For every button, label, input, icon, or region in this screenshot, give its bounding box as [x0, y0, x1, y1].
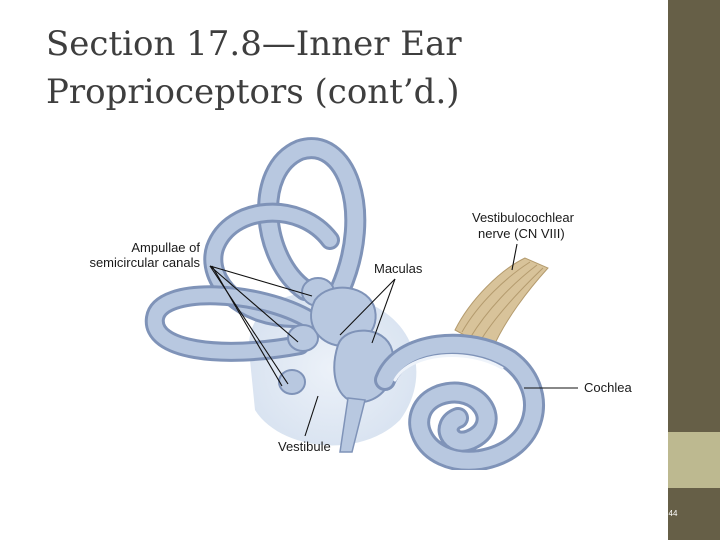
cochlea: [374, 333, 545, 470]
leader-lines: [209, 243, 578, 437]
title-line-2: Proprioceptors (cont’d.): [46, 72, 460, 112]
ampulla-lateral: [278, 369, 306, 395]
vestibule-stalk: [339, 397, 366, 453]
label-ampullae-line-2: semicircular canals: [89, 255, 200, 270]
page-number: 44: [668, 509, 678, 518]
inner-ear-diagram: Ampullae of semicircular canals Maculas …: [89, 137, 632, 470]
semicircular-canals: [144, 137, 367, 362]
label-nerve-line-1: Vestibulocochlear: [472, 210, 575, 225]
sidebar-accent-block: [668, 432, 720, 488]
title-line-1: Section 17.8—Inner Ear: [46, 24, 462, 64]
label-ampullae-line-1: Ampullae of: [131, 240, 200, 255]
ampulla-posterior: [287, 324, 319, 352]
slide-title: Section 17.8—Inner Ear Proprioceptors (c…: [46, 20, 646, 116]
label-cochlea: Cochlea: [584, 380, 632, 395]
label-maculas: Maculas: [374, 261, 423, 276]
label-nerve-line-2: nerve (CN VIII): [478, 226, 565, 241]
vestibulocochlear-nerve: [454, 257, 549, 351]
label-vestibule: Vestibule: [278, 439, 331, 454]
diagram-labels: Ampullae of semicircular canals Maculas …: [89, 210, 632, 454]
